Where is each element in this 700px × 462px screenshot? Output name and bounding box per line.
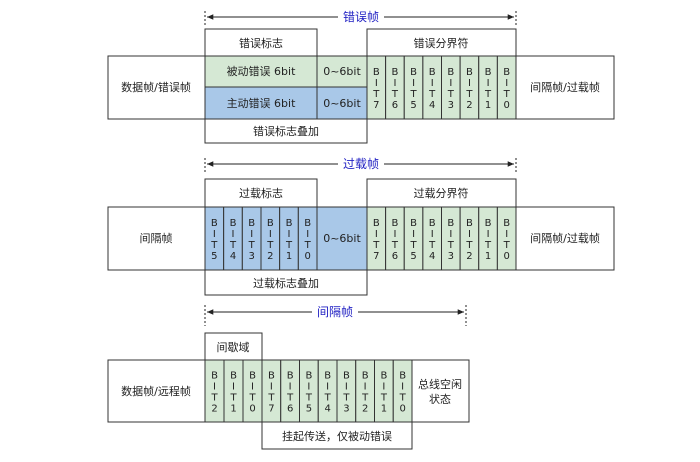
active-error-label: 主动错误 6bit — [227, 96, 297, 110]
interframe-title: 间隔帧 — [317, 305, 353, 319]
passive-error-label: 被动错误 6bit — [227, 64, 297, 78]
interframe-left-box — [107, 359, 206, 423]
range-bottom-cell — [316, 86, 368, 120]
range-bottom-label: 0~6bit — [323, 97, 361, 110]
overload-overlay-box — [204, 269, 368, 296]
error-overlay-box — [204, 118, 368, 144]
overload-delimiter-bit-cell — [496, 206, 517, 271]
error-delimiter-header-label: 错误分界符 — [414, 36, 469, 50]
error-frame-right-label: 间隔帧/过载帧 — [530, 80, 600, 94]
overload-delimiter-header-label: 过载分界符 — [414, 187, 469, 200]
error-frame-left-label: 数据帧/错误帧 — [121, 80, 191, 94]
intermission-header-label: 间歇域 — [217, 341, 250, 354]
bus-idle-label-line2: 状态 — [429, 392, 451, 406]
error-frame-diagram: 错误帧 数据帧/错误帧 间隔帧/过载帧 错误标志 被动错误 6bit 0~6bi… — [107, 9, 615, 144]
bus-idle-box — [411, 359, 470, 423]
error-delimiter-header — [366, 28, 517, 57]
suspend-transmission-label: 挂起传送，仅被动错误 — [282, 429, 392, 443]
overload-frame-right-label: 间隔帧/过载帧 — [530, 231, 600, 245]
overload-flag-header-label: 过载标志 — [239, 186, 283, 200]
overload-delimiter-header — [366, 178, 517, 208]
error-frame-left-box — [107, 55, 206, 120]
range-top-label: 0~6bit — [323, 65, 361, 78]
overload-overlay-label: 过载标志叠加 — [253, 276, 319, 290]
active-error-cell — [204, 86, 318, 120]
overload-frame-title: 过载帧 — [343, 157, 379, 171]
overload-flag-header — [204, 178, 318, 208]
intermission-header — [204, 332, 263, 361]
bus-idle-label-line1: 总线空闲 — [418, 377, 462, 391]
error-overlay-label: 错误标志叠加 — [253, 124, 319, 138]
error-delimiter-bit-cell — [496, 55, 517, 120]
interframe-left-label: 数据帧/远程帧 — [121, 384, 191, 398]
overload-frame-right-box — [515, 206, 615, 271]
overload-frame-left-box — [107, 206, 206, 271]
error-frame-title: 错误帧 — [343, 10, 379, 24]
error-flag-header — [204, 28, 318, 57]
passive-error-cell — [204, 55, 318, 88]
error-flag-header-label: 错误标志 — [239, 36, 283, 50]
suspend-transmission-box — [261, 421, 413, 450]
overload-range-label: 0~6bit — [323, 232, 361, 245]
overload-frame-left-label: 间隔帧 — [140, 231, 173, 245]
